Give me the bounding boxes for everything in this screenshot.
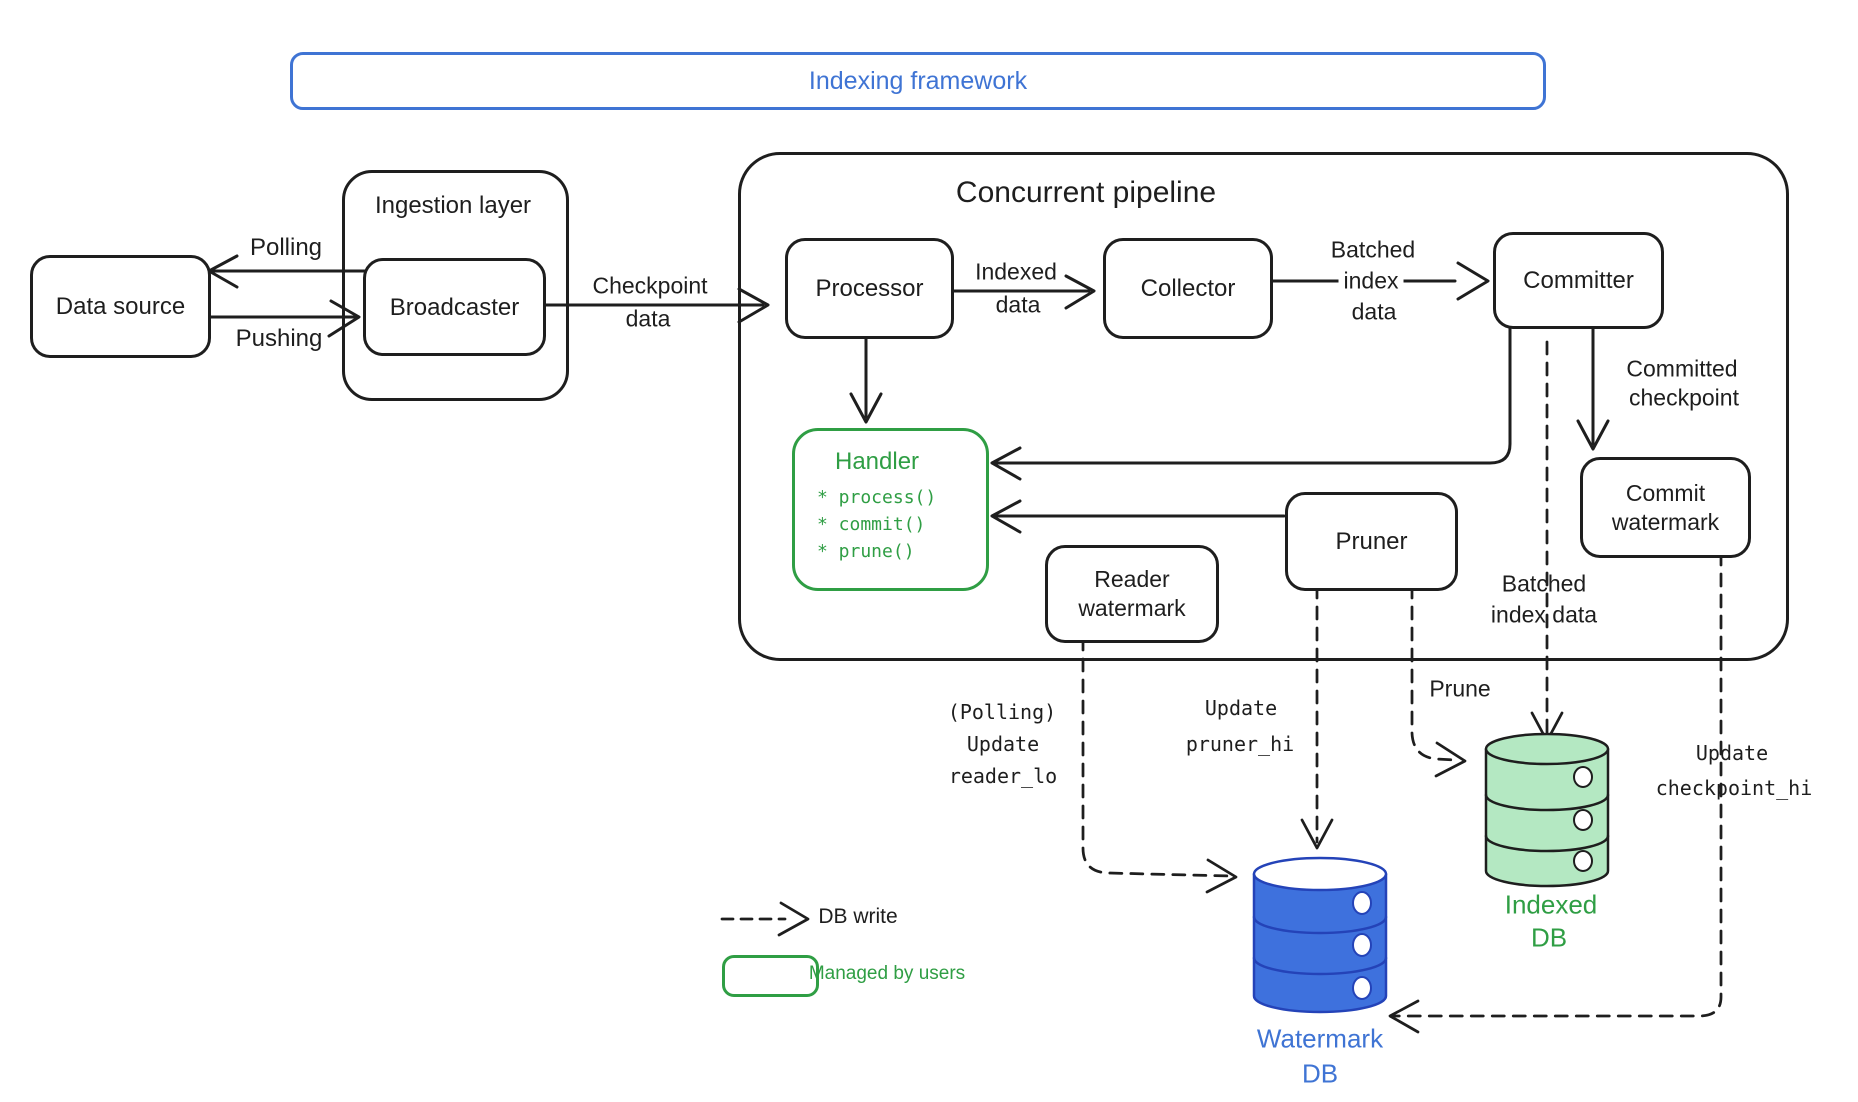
indexed-data-label-line1: Indexed bbox=[975, 258, 1057, 285]
legend-managed-box bbox=[722, 955, 819, 997]
legend-managed-by-users-label: Managed by users bbox=[808, 963, 966, 984]
indexed-db-label-line2: DB bbox=[1530, 922, 1568, 953]
update-reader-lo-label-line3: reader_lo bbox=[948, 764, 1058, 788]
reader-watermark-node: Reader watermark bbox=[1045, 545, 1219, 643]
data-source-node: Data source bbox=[30, 255, 211, 358]
checkpoint-data-label-line1: Checkpoint bbox=[592, 272, 708, 299]
pruner-to-handler-arrow bbox=[990, 499, 1286, 534]
reader-watermark-line2: watermark bbox=[1078, 595, 1186, 621]
indexing-framework-banner: Indexing framework bbox=[290, 52, 1546, 110]
update-reader-lo-label-line1: (Polling) bbox=[947, 700, 1057, 724]
reader-watermark-line1: Reader bbox=[1094, 566, 1170, 592]
update-checkpoint-hi-arrow bbox=[1388, 551, 1723, 1034]
committer-node: Committer bbox=[1493, 232, 1664, 329]
commit-watermark-line2: watermark bbox=[1611, 508, 1720, 535]
batched-index-data-db-label-line2: index data bbox=[1490, 601, 1598, 628]
watermark-db-cylinder bbox=[1252, 856, 1388, 1014]
handler-method-prune: * prune() bbox=[817, 541, 915, 562]
batched-index-data-label-line1: Batched bbox=[1330, 236, 1416, 263]
handler-node: Handler * process() * commit() * prune() bbox=[792, 428, 989, 591]
collector-node: Collector bbox=[1103, 238, 1273, 339]
watermark-db-label-line2: DB bbox=[1301, 1058, 1339, 1089]
watermark-db-label-line1: Watermark bbox=[1256, 1023, 1384, 1054]
collector-label: Collector bbox=[1140, 275, 1236, 302]
indexing-framework-title: Indexing framework bbox=[808, 66, 1028, 95]
pruner-node: Pruner bbox=[1285, 492, 1458, 591]
handler-method-commit: * commit() bbox=[817, 514, 926, 535]
prune-arrow bbox=[1410, 584, 1467, 778]
polling-label: Polling bbox=[249, 234, 323, 261]
pushing-label: Pushing bbox=[235, 325, 323, 352]
indexed-db-cylinder bbox=[1484, 732, 1610, 888]
pruner-label: Pruner bbox=[1335, 528, 1408, 555]
update-reader-lo-arrow bbox=[1081, 636, 1238, 894]
processor-to-handler-arrow bbox=[849, 332, 883, 424]
commit-watermark-line1: Commit bbox=[1625, 479, 1706, 506]
update-reader-lo-label-line2: Update bbox=[966, 732, 1040, 756]
handler-title: Handler bbox=[835, 448, 920, 475]
batched-index-data-label-line3: data bbox=[1351, 298, 1397, 325]
prune-label: Prune bbox=[1429, 675, 1491, 702]
committed-checkpoint-label-line2: checkpoint bbox=[1629, 384, 1739, 411]
ingestion-layer-label: Ingestion layer bbox=[374, 192, 532, 219]
indexed-db-label-line1: Indexed bbox=[1504, 889, 1598, 920]
committer-label: Committer bbox=[1523, 267, 1634, 294]
update-checkpoint-hi-label-line1: Update bbox=[1695, 741, 1769, 765]
update-pruner-hi-arrow bbox=[1300, 584, 1334, 850]
batched-index-data-db-label-line1: Batched bbox=[1501, 570, 1587, 597]
committer-to-handler-arrow bbox=[990, 322, 1512, 481]
update-checkpoint-hi-label-line2: checkpoint_hi bbox=[1655, 776, 1813, 800]
update-pruner-hi-label-line2: pruner_hi bbox=[1185, 732, 1295, 756]
pushing-arrow bbox=[203, 299, 361, 338]
concurrent-pipeline-title: Concurrent pipeline bbox=[955, 176, 1217, 209]
committed-checkpoint-arrow bbox=[1576, 322, 1610, 451]
processor-node: Processor bbox=[785, 238, 954, 339]
checkpoint-data-arrow bbox=[539, 287, 770, 324]
batched-index-data-label-line2: index bbox=[1338, 267, 1404, 295]
update-pruner-hi-label-line1: Update bbox=[1204, 696, 1278, 720]
broadcaster-node: Broadcaster bbox=[363, 258, 546, 356]
legend-dashed-arrow bbox=[720, 901, 810, 937]
broadcaster-label: Broadcaster bbox=[389, 293, 520, 321]
checkpoint-data-label-line2: data bbox=[625, 305, 671, 332]
batched-index-data-db-arrow bbox=[1530, 340, 1564, 743]
commit-watermark-node: Commit watermark bbox=[1580, 457, 1751, 558]
indexed-data-label-line2: data bbox=[995, 291, 1041, 318]
processor-label: Processor bbox=[815, 275, 924, 302]
legend-db-write-label: DB write bbox=[818, 905, 898, 928]
handler-method-process: * process() bbox=[817, 487, 937, 508]
data-source-label: Data source bbox=[55, 293, 186, 320]
indexed-data-arrow bbox=[947, 274, 1096, 310]
committed-checkpoint-label-line1: Committed bbox=[1626, 355, 1738, 382]
